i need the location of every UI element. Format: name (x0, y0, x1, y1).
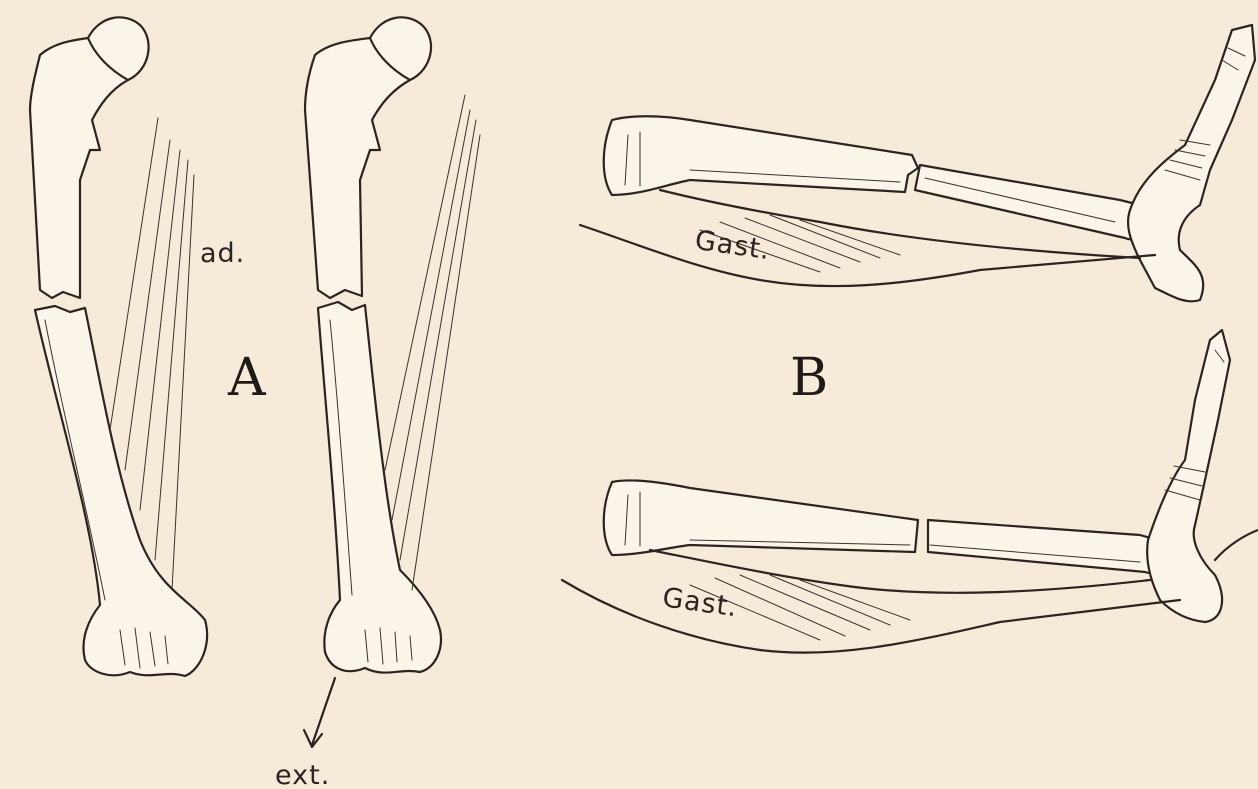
extension-arrow (304, 678, 335, 747)
adductor-fibres-right (385, 95, 480, 590)
tibia-lower (604, 480, 1161, 573)
femur-left (30, 17, 207, 676)
gastrocnemius-label-upper: Gast. (693, 225, 772, 266)
gastrocnemius-label-lower: Gast. (660, 582, 739, 623)
extension-label: ext. (275, 760, 330, 789)
figure-letter-a: A (227, 348, 267, 408)
foot-upper (1128, 25, 1255, 301)
adductor-label: ad. (200, 238, 245, 269)
figure-letter-b: B (790, 348, 828, 408)
tibia-upper (604, 116, 1144, 239)
foot-lower (1147, 330, 1230, 622)
femur-right (305, 17, 441, 672)
edge-line-fragment (1215, 530, 1258, 560)
